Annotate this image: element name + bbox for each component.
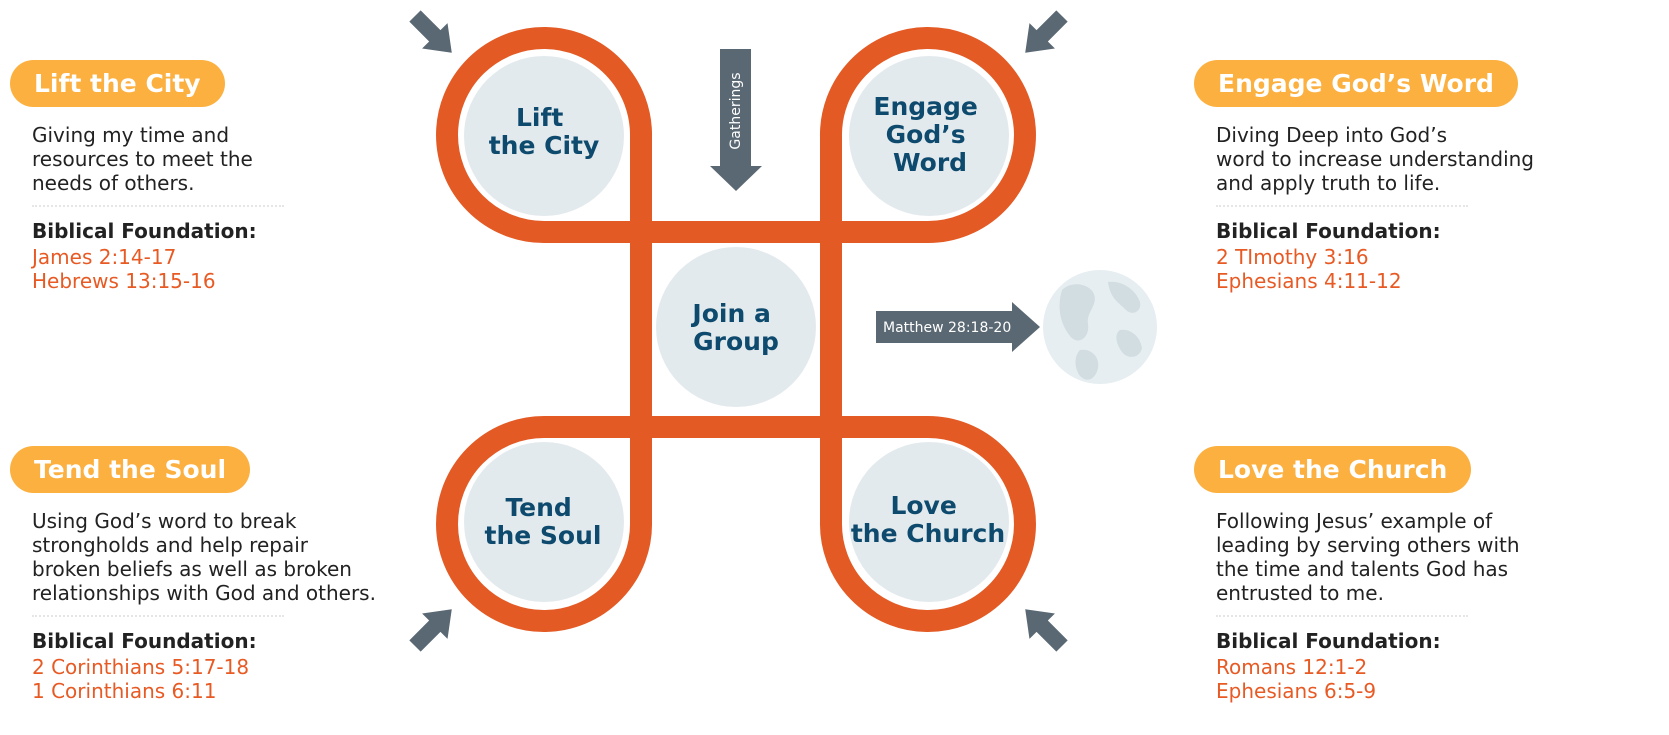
circle-join-group (656, 247, 816, 407)
description-line: and apply truth to life. (1216, 171, 1441, 195)
arrow-icon (409, 10, 452, 53)
description-line: needs of others. (32, 171, 195, 195)
panel-love-church: Love the Church Following Jesus’ example… (1194, 446, 1614, 703)
circle-engage-word (849, 56, 1009, 216)
references: 2 Corinthians 5:17-18 1 Corinthians 6:11 (32, 655, 430, 703)
reference: 2 Corinthians 5:17-18 (32, 655, 250, 679)
loop-top-left (436, 27, 653, 243)
panel-tend-soul: Tend the Soul Using God’s word to break … (10, 446, 430, 703)
foundation-label: Biblical Foundation: (1216, 629, 1441, 653)
circle-label-tend-soul: Tend the Soul (485, 493, 602, 550)
arrow-icon (710, 49, 762, 191)
reference: Ephesians 6:5-9 (1216, 679, 1377, 703)
panel-lift-city: Lift the City Giving my time and resourc… (10, 60, 430, 293)
description-line: Diving Deep into God’s (1216, 123, 1448, 147)
dotted-divider (32, 205, 284, 207)
circle-label-lift-city: Lift the City (489, 103, 600, 160)
references: James 2:14-17 Hebrews 13:15-16 (32, 245, 430, 293)
description-line: resources to meet the (32, 147, 253, 171)
reference: Hebrews 13:15-16 (32, 269, 216, 293)
arrow-icon (1025, 609, 1068, 652)
gatherings-arrow: Gatherings (710, 49, 762, 191)
reference: Romans 12:1-2 (1216, 655, 1368, 679)
circle-love-church (849, 442, 1009, 602)
reference: Ephesians 4:11-12 (1216, 269, 1402, 293)
description-line: Following Jesus’ example of (1216, 509, 1493, 533)
circle-lift-city (464, 56, 624, 216)
reference: James 2:14-17 (32, 245, 177, 269)
description-line: leading by serving others with (1216, 533, 1520, 557)
circle-tend-soul (464, 442, 624, 602)
title-pill: Love the Church (1194, 446, 1472, 493)
circle-label-join-group: Join a Group (690, 299, 779, 356)
dotted-divider (1216, 615, 1468, 617)
dotted-divider (32, 615, 284, 617)
description: Giving my time and resources to meet the… (32, 123, 430, 195)
description-line: Using God’s word to break (32, 509, 297, 533)
description-line: broken beliefs as well as broken (32, 557, 352, 581)
description-line: word to increase understanding (1216, 147, 1534, 171)
foundation-label: Biblical Foundation: (32, 629, 257, 653)
loop-top-right (819, 27, 1036, 243)
circle-label-love-church: Love the Church (851, 491, 1005, 548)
dotted-divider (1216, 205, 1468, 207)
loop-center (630, 221, 842, 438)
title-pill: Engage God’s Word (1194, 60, 1518, 107)
reference: 2 TImothy 3:16 (1216, 245, 1369, 269)
description-line: entrusted to me. (1216, 581, 1384, 605)
description: Diving Deep into God’s word to increase … (1216, 123, 1614, 195)
arrow-icon (1025, 10, 1068, 53)
arrow-icon (876, 302, 1040, 352)
circle-label-engage-word: Engage God’s Word (873, 92, 986, 177)
references: Romans 12:1-2 Ephesians 6:5-9 (1216, 655, 1614, 703)
description-line: the time and talents God has (1216, 557, 1509, 581)
globe-icon (1043, 270, 1157, 384)
description-line: Giving my time and (32, 123, 230, 147)
description: Following Jesus’ example of leading by s… (1216, 509, 1614, 605)
description-line: strongholds and help repair (32, 533, 308, 557)
loop-shape (436, 27, 1036, 632)
reference: 1 Corinthians 6:11 (32, 679, 217, 703)
arrow-icon (409, 609, 452, 652)
loop-bottom-left (436, 416, 653, 632)
references: 2 TImothy 3:16 Ephesians 4:11-12 (1216, 245, 1614, 293)
loop-bottom-right (819, 416, 1036, 632)
foundation-label: Biblical Foundation: (32, 219, 257, 243)
foundation-label: Biblical Foundation: (1216, 219, 1441, 243)
title-pill: Lift the City (10, 60, 225, 107)
description-line: relationships with God and others. (32, 581, 376, 605)
description: Using God’s word to break strongholds an… (32, 509, 430, 605)
matthew-label: Matthew 28:18-20 (883, 320, 1011, 336)
gatherings-label: Gatherings (728, 72, 744, 149)
panel-engage-word: Engage God’s Word Diving Deep into God’s… (1194, 60, 1614, 293)
matthew-arrow: Matthew 28:18-20 (876, 302, 1040, 352)
title-pill: Tend the Soul (10, 446, 251, 493)
